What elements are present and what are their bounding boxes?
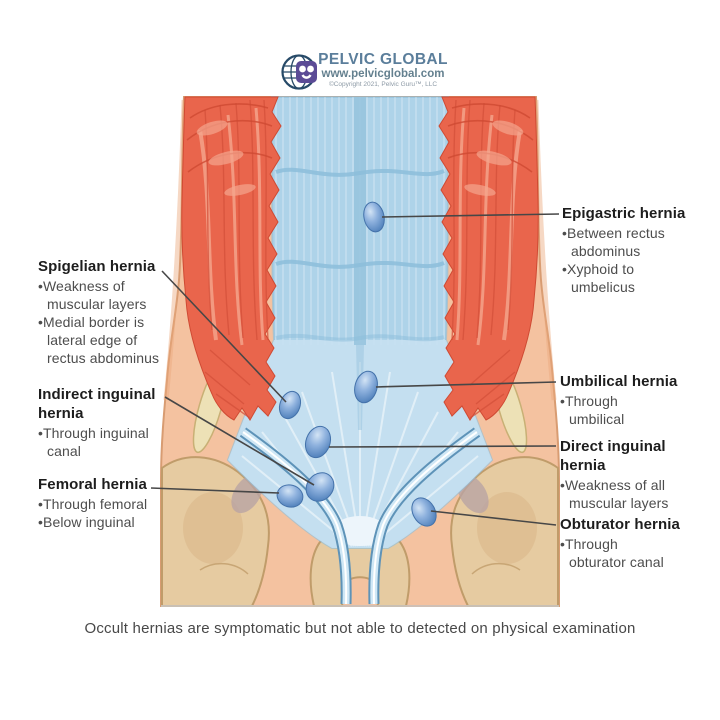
label-title: Umbilical hernia bbox=[560, 373, 678, 390]
spot-spigelian bbox=[278, 390, 302, 420]
label-bullet: •Medial border is bbox=[38, 313, 145, 330]
skin-shading-right bbox=[533, 99, 557, 401]
linea-alba bbox=[354, 97, 366, 345]
leader-spigelian bbox=[161, 270, 287, 403]
label-title: Indirect inguinal bbox=[38, 386, 156, 403]
header: PELVIC GLOBAL www.pelvicglobal.com ©Copy… bbox=[308, 51, 458, 90]
label-bullet-cont: muscular layers bbox=[47, 295, 147, 312]
leader-epigastric bbox=[381, 213, 560, 218]
leader-lines bbox=[150, 213, 560, 526]
round-ligament-right bbox=[368, 427, 481, 605]
spot-epigastric bbox=[363, 201, 385, 233]
brand-website: www.pelvicglobal.com bbox=[321, 68, 445, 81]
hernia-spots bbox=[276, 201, 437, 527]
tendinous-intersections bbox=[275, 167, 445, 342]
caption-text: Occult hernias are symptomatic but not a… bbox=[84, 620, 636, 637]
label-title: hernia bbox=[560, 456, 606, 474]
label-bullet-cont: umbelicus bbox=[571, 279, 635, 296]
label-bullet: •Through inguinal bbox=[38, 424, 149, 441]
label-bullet-cont: umbilical bbox=[569, 410, 625, 427]
brand-name: PELVIC GLOBAL bbox=[318, 51, 448, 68]
label-bullet-cont: canal bbox=[47, 442, 81, 459]
label-spigelian-hernia: Spigelian hernia •Weakness of muscular l… bbox=[38, 258, 173, 367]
leader-obturator bbox=[430, 510, 557, 526]
label-epigastric-hernia: Epigastric hernia •Between rectus abdomi… bbox=[562, 205, 702, 296]
spot-obturator bbox=[411, 497, 437, 527]
pelvic-global-logo bbox=[281, 54, 317, 90]
label-bullet: •Through femoral bbox=[38, 495, 148, 512]
label-bullet-cont: obturator canal bbox=[569, 553, 664, 570]
label-bullet: •Below inguinal bbox=[38, 513, 135, 530]
leader-indirect-inguinal bbox=[164, 396, 315, 486]
label-bullet: •Weakness of all bbox=[560, 476, 666, 493]
label-femoral-hernia: Femoral hernia •Through femoral •Below i… bbox=[38, 476, 188, 531]
label-bullet: •Through bbox=[560, 392, 618, 409]
label-bullet-cont: rectus abdominus bbox=[47, 350, 160, 367]
label-title: hernia bbox=[38, 404, 84, 422]
label-bullet-cont: muscular layers bbox=[569, 494, 669, 511]
label-bullet-cont: abdominus bbox=[571, 242, 641, 259]
pelvis-icon bbox=[296, 61, 317, 83]
label-title: Direct inguinal bbox=[560, 438, 666, 455]
round-ligament-left bbox=[239, 427, 352, 605]
label-bullet-cont: lateral edge of bbox=[47, 332, 138, 349]
label-bullet: •Weakness of bbox=[38, 277, 125, 294]
spot-indirect-inguinal bbox=[305, 472, 335, 502]
label-umbilical-hernia: Umbilical hernia •Through umbilical bbox=[560, 373, 700, 428]
spot-direct-inguinal bbox=[304, 425, 332, 459]
label-bullet: •Between rectus bbox=[562, 224, 665, 241]
label-bullet: •Xyphoid to bbox=[562, 260, 635, 277]
label-title: Spigelian hernia bbox=[38, 258, 156, 275]
leader-umbilical bbox=[375, 381, 557, 388]
brand-copyright: ©Copyright 2021, Pelvic Guru™, LLC bbox=[328, 81, 438, 89]
label-title: Epigastric hernia bbox=[562, 205, 686, 222]
label-title: Obturator hernia bbox=[560, 516, 680, 533]
label-bullet: •Through bbox=[560, 535, 618, 552]
label-title: Femoral hernia bbox=[38, 476, 147, 493]
spot-umbilical bbox=[354, 370, 378, 404]
leader-femoral bbox=[150, 487, 280, 494]
leader-direct-inguinal bbox=[328, 445, 557, 448]
label-indirect-inguinal-hernia: Indirect inguinal hernia •Through inguin… bbox=[38, 386, 178, 460]
label-direct-inguinal-hernia: Direct inguinal hernia •Weakness of all … bbox=[560, 438, 705, 512]
skin-shading-left bbox=[163, 99, 187, 401]
label-obturator-hernia: Obturator hernia •Through obturator cana… bbox=[560, 516, 705, 571]
